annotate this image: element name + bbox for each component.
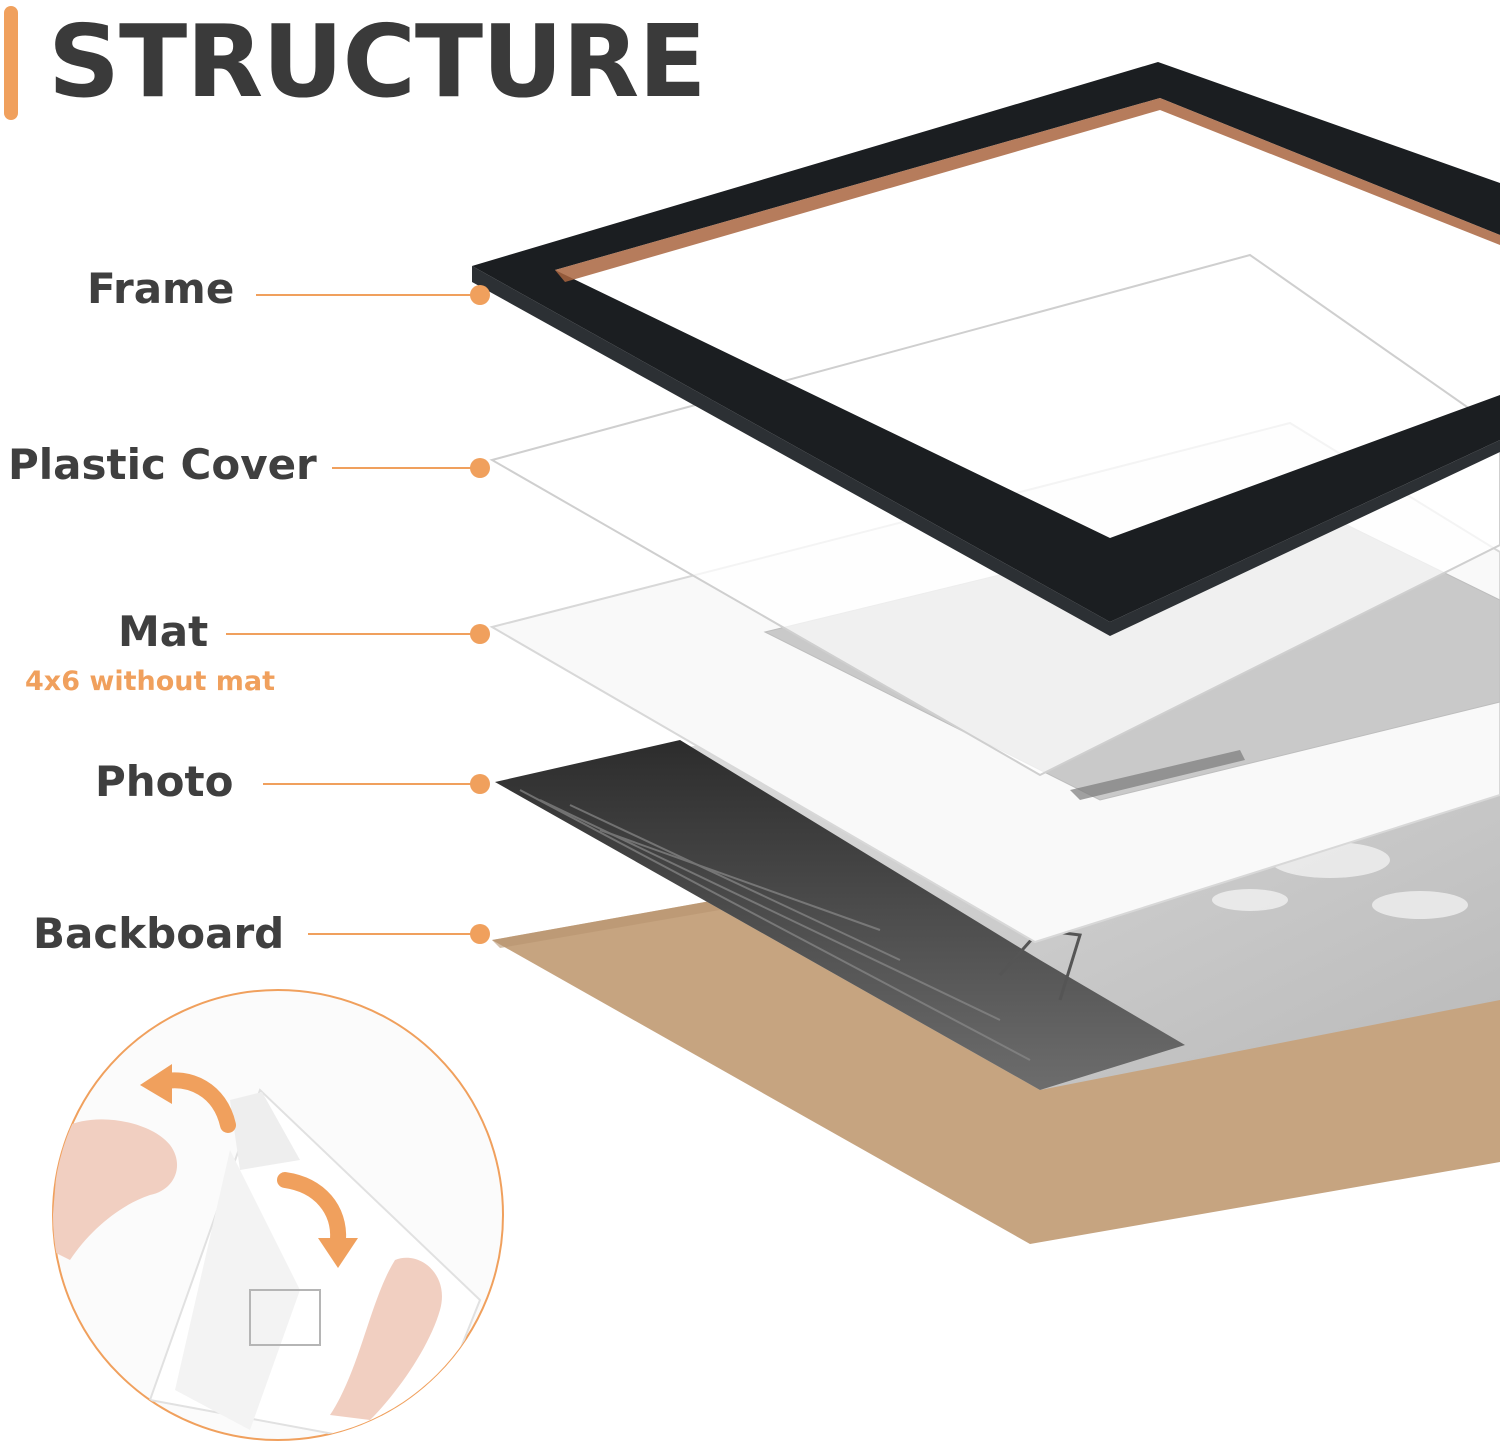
frame-layer xyxy=(472,62,1500,636)
backboard-marker-dot xyxy=(470,924,490,944)
frame-label: Frame xyxy=(87,264,235,313)
frame-leader-line xyxy=(256,294,478,296)
plastic-cover-label: Plastic Cover xyxy=(8,440,317,489)
photo-marker-dot xyxy=(470,774,490,794)
title-accent-bar xyxy=(4,6,18,120)
photo-leader-line xyxy=(263,783,478,785)
mat-leader-line xyxy=(226,633,478,635)
plastic-cover-leader-line xyxy=(332,467,478,469)
curved-arrow-down-icon xyxy=(277,1172,347,1248)
backboard-label: Backboard xyxy=(33,909,285,958)
mat-marker-dot xyxy=(470,624,490,644)
mat-note: 4x6 without mat xyxy=(25,666,276,697)
frame-marker-dot xyxy=(470,285,490,305)
backboard-leader-line xyxy=(308,933,478,935)
photo-label: Photo xyxy=(95,757,234,806)
film-removal-inset xyxy=(52,989,504,1441)
plastic-cover-marker-dot xyxy=(470,458,490,478)
mat-label: Mat xyxy=(118,607,209,656)
page-title: STRUCTURE xyxy=(48,3,707,120)
